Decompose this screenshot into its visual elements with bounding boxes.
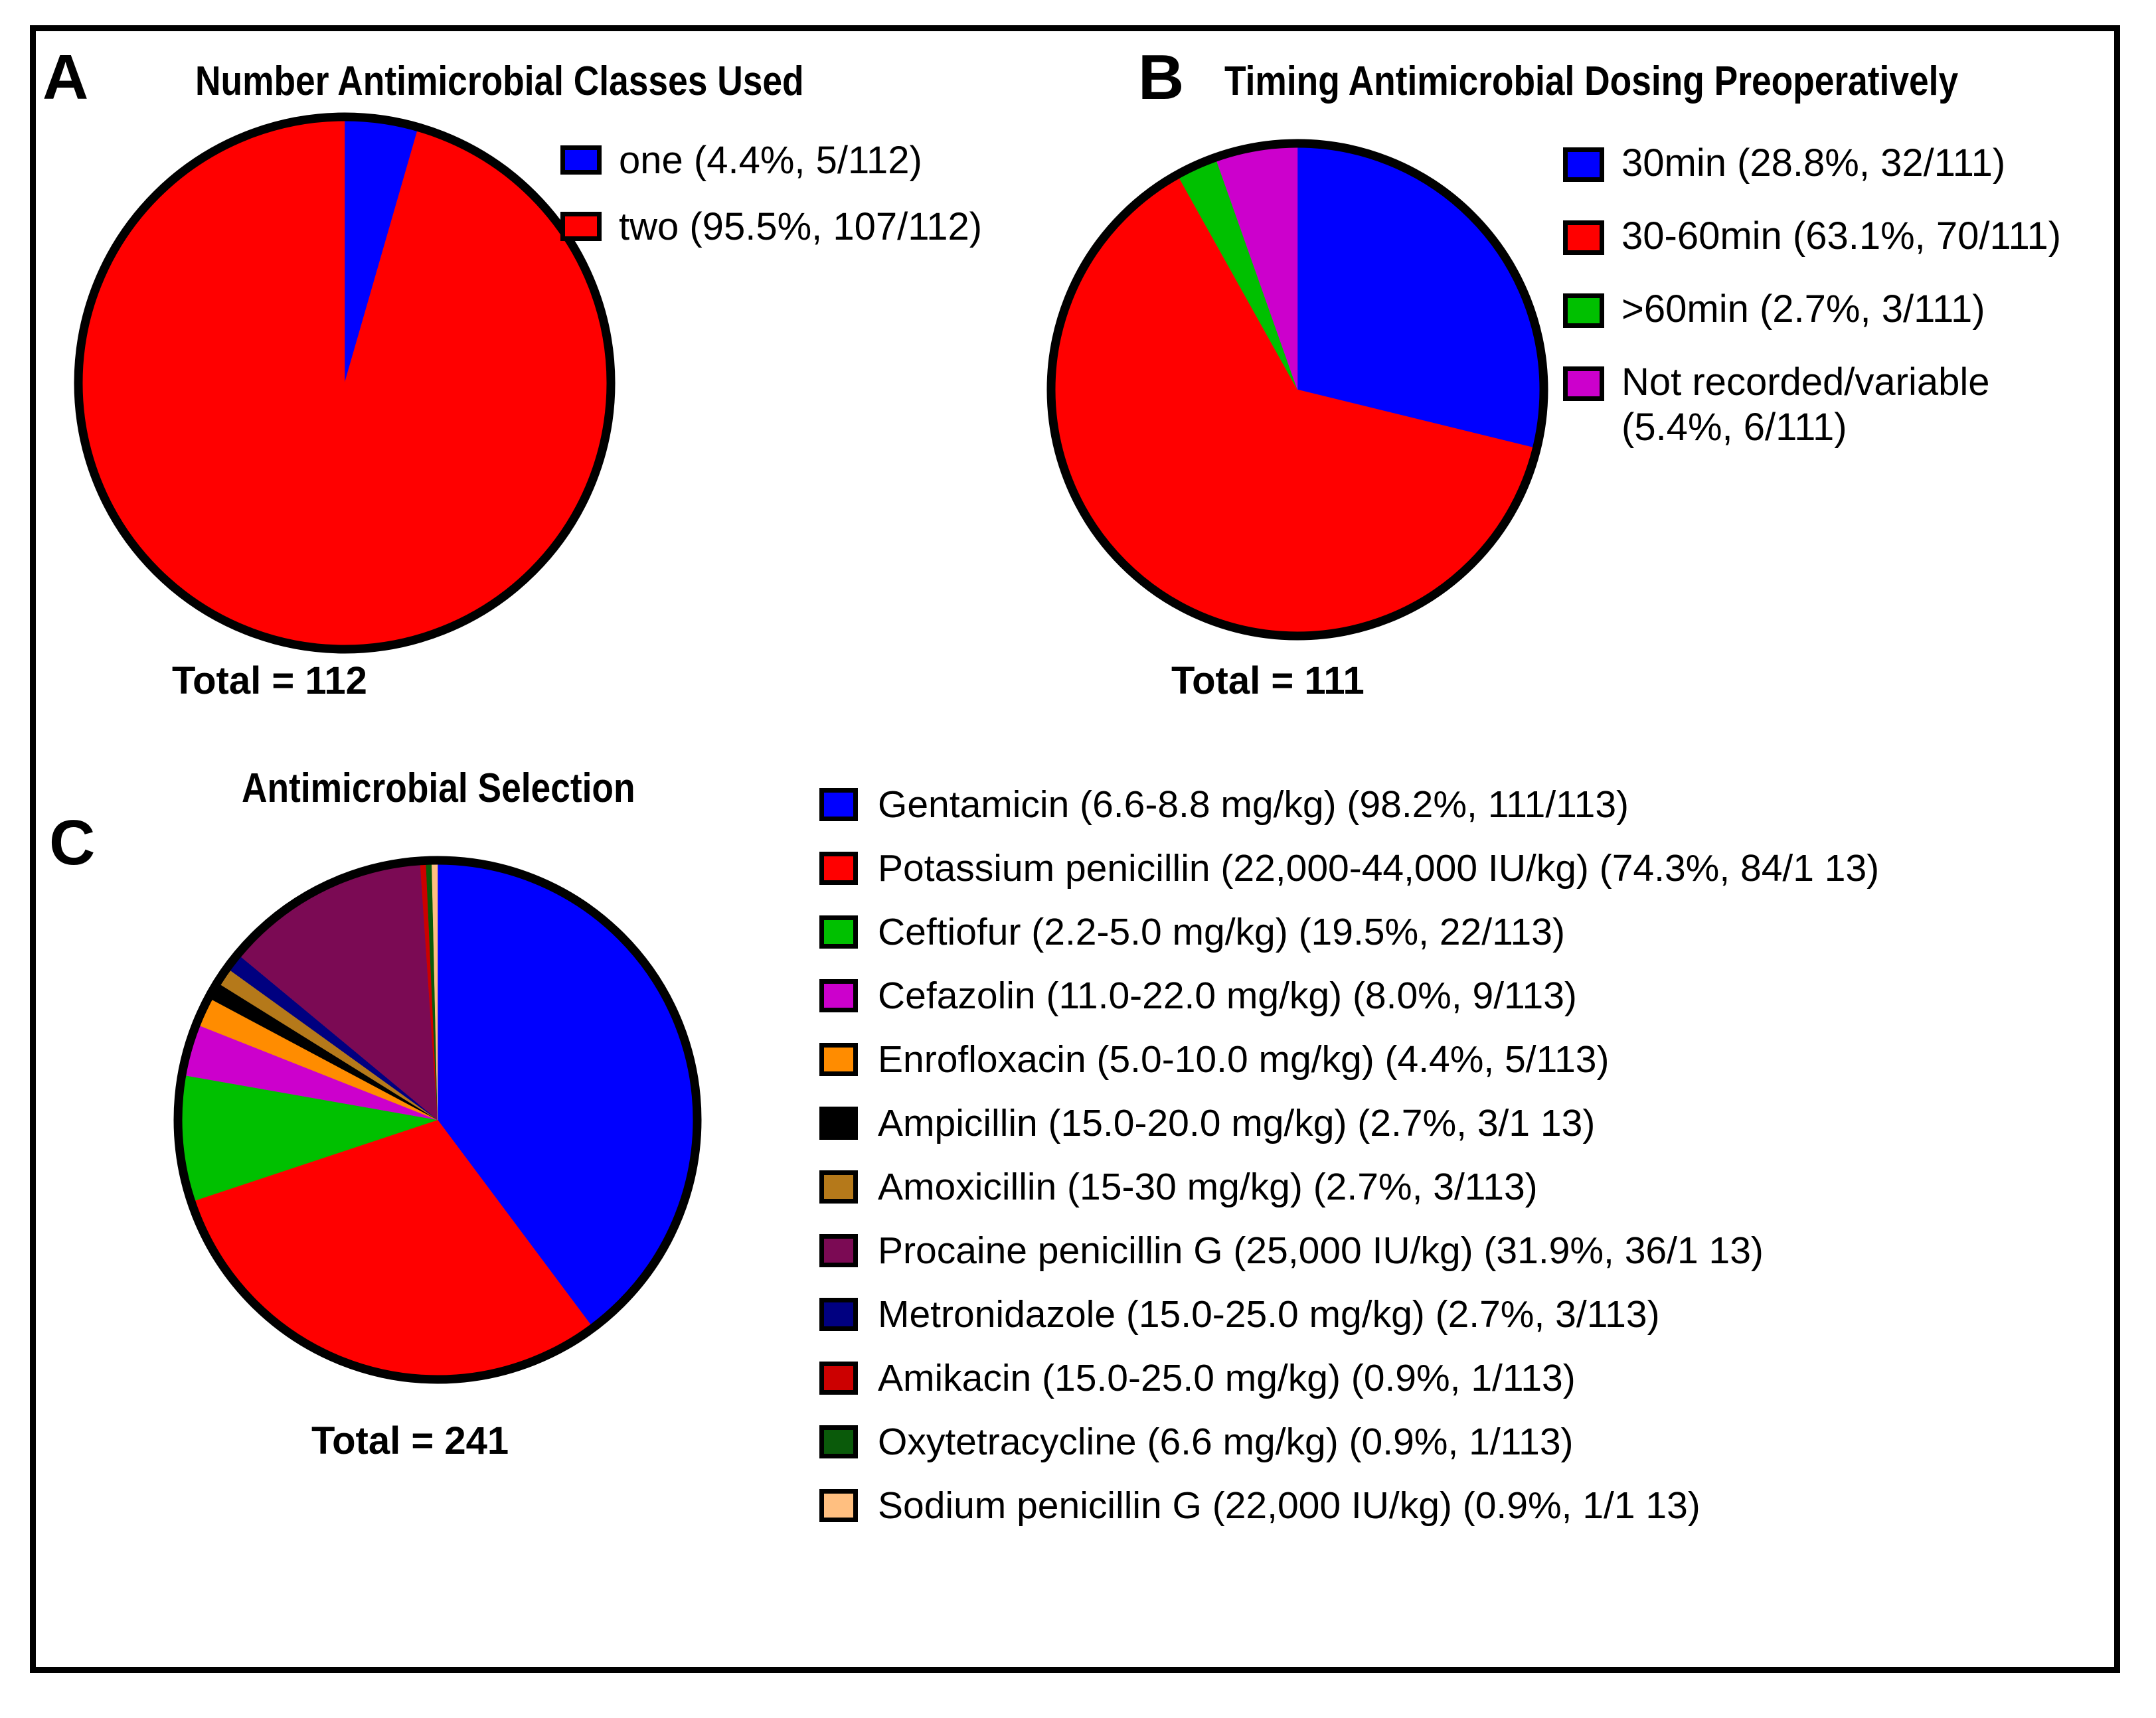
panel-title-a: Number Antimicrobial Classes Used [195, 58, 804, 104]
legend-color-swatch [819, 788, 858, 821]
figure-frame: A Number Antimicrobial Classes Used Tota… [30, 25, 2120, 1673]
legend-panel-a: one (4.4%, 5/112) two (95.5%, 107/112) [560, 137, 982, 270]
legend-label: one (4.4%, 5/112) [619, 139, 922, 182]
legend-label: Sodium penicillin G (22,000 IU/kg) (0.9%… [878, 1484, 1700, 1527]
legend-item: Amikacin (15.0-25.0 mg/kg) (0.9%, 1/113) [819, 1355, 1879, 1401]
legend-panel-c: Gentamicin (6.6-8.8 mg/kg) (98.2%, 111/1… [819, 781, 1879, 1546]
legend-label: Enrofloxacin (5.0-10.0 mg/kg) (4.4%, 5/1… [878, 1038, 1610, 1081]
legend-item: Procaine penicillin G (25,000 IU/kg) (31… [819, 1227, 1879, 1274]
legend-color-swatch [819, 1170, 858, 1204]
legend-label: two (95.5%, 107/112) [619, 205, 983, 248]
legend-color-swatch [819, 1489, 858, 1522]
legend-color-swatch [1563, 220, 1604, 255]
legend-color-swatch [560, 212, 602, 241]
legend-label: Procaine penicillin G (25,000 IU/kg) (31… [878, 1229, 1764, 1272]
legend-label: Potassium penicillin (22,000-44,000 IU/k… [878, 847, 1880, 890]
legend-label: >60min (2.7%, 3/111) [1621, 287, 1985, 331]
pie-outline [173, 856, 702, 1384]
legend-item: Enrofloxacin (5.0-10.0 mg/kg) (4.4%, 5/1… [819, 1036, 1879, 1083]
panel-letter-a: A [42, 42, 88, 113]
legend-label: 30-60min (63.1%, 70/111) [1621, 214, 2062, 258]
legend-item: 30min (28.8%, 32/111) [1563, 141, 2061, 186]
pie-chart-a [72, 111, 617, 655]
total-label-a: Total = 112 [172, 659, 367, 702]
legend-color-swatch [819, 1362, 858, 1395]
legend-label: Not recorded/variable (5.4%, 6/111) [1621, 360, 1990, 449]
legend-item: one (4.4%, 5/112) [560, 137, 982, 184]
legend-item: Not recorded/variable (5.4%, 6/111) [1563, 360, 2061, 450]
legend-label: Amikacin (15.0-25.0 mg/kg) (0.9%, 1/113) [878, 1357, 1576, 1399]
legend-label: Metronidazole (15.0-25.0 mg/kg) (2.7%, 3… [878, 1293, 1660, 1336]
panel-letter-b: B [1138, 42, 1184, 113]
legend-color-swatch [819, 1425, 858, 1458]
legend-item: Ceftiofur (2.2-5.0 mg/kg) (19.5%, 22/113… [819, 909, 1879, 955]
legend-color-swatch [819, 852, 858, 885]
pie-svg [173, 856, 702, 1384]
total-label-b: Total = 111 [1171, 659, 1365, 702]
panel-letter-c: C [49, 807, 95, 878]
pie-chart-b [1045, 137, 1550, 642]
panel-title-b: Timing Antimicrobial Dosing Preoperative… [1224, 58, 1959, 104]
legend-label: Oxytetracycline (6.6 mg/kg) (0.9%, 1/113… [878, 1421, 1574, 1463]
total-label-c: Total = 241 [311, 1419, 509, 1462]
legend-item: Potassium penicillin (22,000-44,000 IU/k… [819, 845, 1879, 892]
legend-label: Gentamicin (6.6-8.8 mg/kg) (98.2%, 111/1… [878, 783, 1629, 826]
legend-label: Ceftiofur (2.2-5.0 mg/kg) (19.5%, 22/113… [878, 911, 1565, 953]
legend-item: Sodium penicillin G (22,000 IU/kg) (0.9%… [819, 1482, 1879, 1529]
legend-color-swatch [819, 915, 858, 949]
legend-item: 30-60min (63.1%, 70/111) [1563, 214, 2061, 259]
legend-label: Ampicillin (15.0-20.0 mg/kg) (2.7%, 3/1 … [878, 1102, 1596, 1144]
legend-panel-b: 30min (28.8%, 32/111) 30-60min (63.1%, 70… [1563, 141, 2061, 478]
legend-color-swatch [819, 979, 858, 1012]
legend-label: Cefazolin (11.0-22.0 mg/kg) (8.0%, 9/113… [878, 975, 1577, 1017]
legend-color-swatch [819, 1107, 858, 1140]
legend-color-swatch [819, 1298, 858, 1331]
legend-color-swatch [819, 1043, 858, 1076]
legend-color-swatch [1563, 293, 1604, 328]
legend-label: 30min (28.8%, 32/111) [1621, 141, 2006, 185]
pie-outline [74, 112, 616, 654]
legend-item: Amoxicillin (15-30 mg/kg) (2.7%, 3/113) [819, 1164, 1879, 1210]
legend-item: Cefazolin (11.0-22.0 mg/kg) (8.0%, 9/113… [819, 973, 1879, 1019]
pie-svg [1046, 139, 1548, 641]
legend-color-swatch [819, 1234, 858, 1267]
pie-svg [74, 112, 616, 654]
pie-chart-c [172, 854, 703, 1385]
legend-item: two (95.5%, 107/112) [560, 204, 982, 250]
legend-color-swatch [1563, 147, 1604, 182]
legend-item: >60min (2.7%, 3/111) [1563, 287, 2061, 332]
pie-outline [1046, 139, 1548, 641]
legend-item: Oxytetracycline (6.6 mg/kg) (0.9%, 1/113… [819, 1419, 1879, 1465]
legend-item: Ampicillin (15.0-20.0 mg/kg) (2.7%, 3/1 … [819, 1100, 1879, 1146]
legend-item: Metronidazole (15.0-25.0 mg/kg) (2.7%, 3… [819, 1291, 1879, 1338]
panel-title-c: Antimicrobial Selection [242, 765, 635, 811]
legend-label: Amoxicillin (15-30 mg/kg) (2.7%, 3/113) [878, 1166, 1538, 1208]
legend-item: Gentamicin (6.6-8.8 mg/kg) (98.2%, 111/1… [819, 781, 1879, 828]
legend-color-swatch [560, 145, 602, 175]
legend-color-swatch [1563, 366, 1604, 401]
